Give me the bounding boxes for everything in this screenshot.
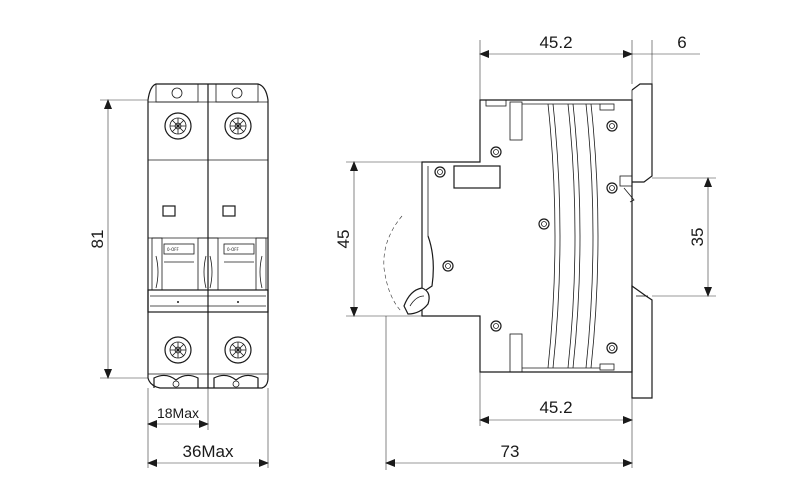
dim-side-front-height: 45	[334, 230, 353, 249]
front-dimensions: 81 18Max 36Max	[88, 99, 269, 468]
dim-din-rail-height: 35	[688, 228, 707, 247]
dim-side-top-offset: 6	[677, 33, 686, 52]
side-view	[383, 83, 653, 399]
dim-total-width: 36Max	[182, 442, 234, 461]
toggle-handle-bar	[147, 289, 269, 313]
dim-side-bottom-depth: 45.2	[539, 398, 572, 417]
indicator-window-left	[162, 205, 176, 217]
side-indicator-window	[453, 165, 501, 189]
svg-text:0-OFF: 0-OFF	[167, 247, 180, 252]
dim-side-top-depth: 45.2	[539, 33, 572, 52]
side-dimensions: 45.2 6 45 35 45.2 73	[334, 33, 716, 470]
side-handle-knob	[403, 287, 430, 315]
dim-front-height: 81	[88, 230, 107, 249]
dim-pole-width: 18Max	[157, 405, 199, 421]
bottom-screw-right-icon	[224, 336, 252, 364]
dim-side-total-depth: 73	[501, 442, 520, 461]
svg-text:0-OFF: 0-OFF	[227, 247, 240, 252]
bottom-screw-left-icon	[164, 336, 192, 364]
top-screw-right-icon	[224, 112, 252, 140]
top-screw-left-icon	[164, 112, 192, 140]
front-view: 0-OFF 0-OFF	[147, 83, 269, 389]
indicator-window-right	[222, 205, 236, 217]
